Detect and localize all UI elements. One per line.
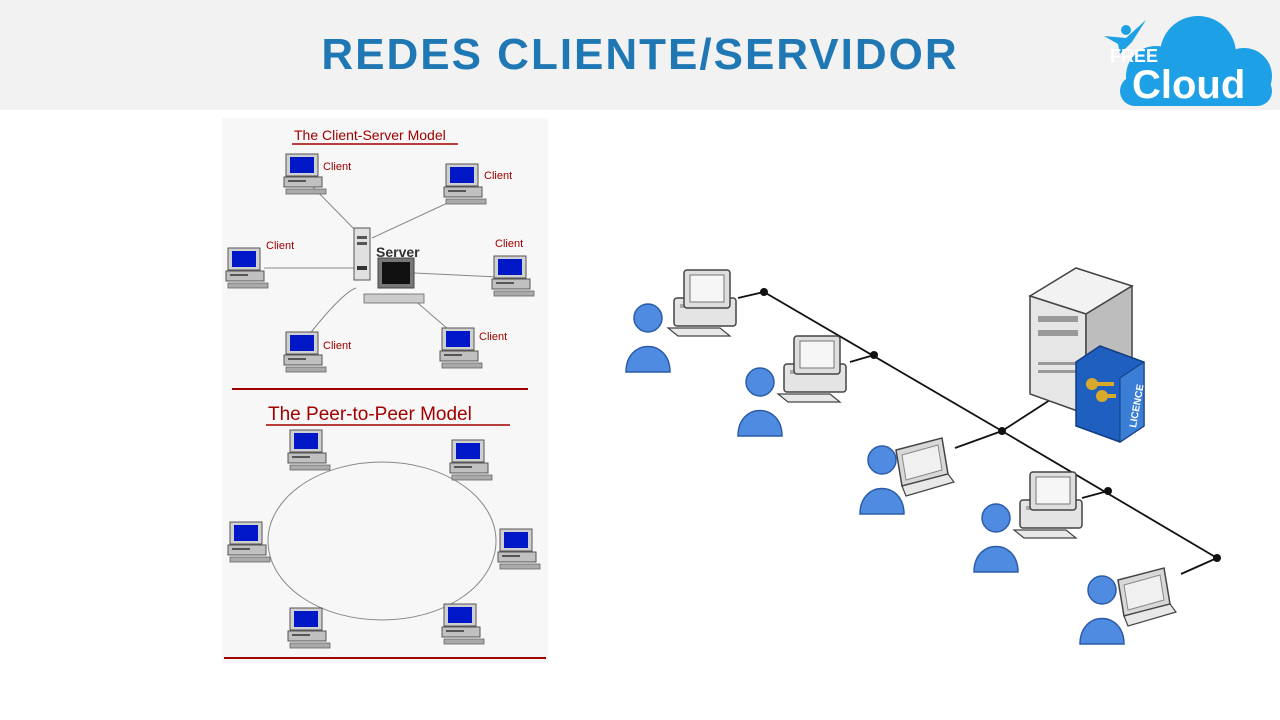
network-models-figure: The Client-Server Model Server Client Cl… [222, 118, 548, 663]
laptop-computer [895, 437, 955, 497]
client-label: Client [495, 238, 523, 250]
header-band [0, 0, 1280, 110]
client-pc [225, 247, 269, 289]
user-icon [737, 367, 783, 437]
user-icon [1079, 575, 1125, 645]
logo-free-text: FREE [1110, 46, 1158, 66]
client-label: Client [479, 331, 507, 343]
person-figure-icon [1104, 20, 1146, 54]
network-cable [737, 291, 1218, 575]
desktop-computer [1013, 471, 1083, 539]
client-server-title: The Client-Server Model [294, 127, 446, 143]
server-tower [353, 227, 371, 281]
free-cloud-logo: FREE Cloud [1104, 16, 1272, 107]
client-label: Client [323, 340, 351, 352]
client-pc [491, 255, 535, 297]
client-pc [439, 327, 483, 369]
key-icon [1086, 378, 1116, 402]
server-label: Server [376, 244, 420, 260]
logo-cloud-text: Cloud [1132, 63, 1245, 107]
client-pc [283, 331, 327, 373]
peer-to-peer-title: The Peer-to-Peer Model [268, 404, 472, 425]
peer-pc [287, 607, 331, 649]
client-label: Client [484, 170, 512, 182]
slide-title: REDES CLIENTE/SERVIDOR [321, 30, 959, 79]
server-monitor [363, 257, 425, 304]
cable-junctions [760, 288, 1221, 562]
user-icon [625, 303, 671, 373]
client-pc [283, 153, 327, 195]
desktop-computer [777, 335, 847, 403]
client-label: Client [266, 240, 294, 252]
user-icon [973, 503, 1019, 573]
licence-box-icon: LICENCE [1075, 345, 1147, 443]
client-pc [443, 163, 487, 205]
client-label: Client [323, 161, 351, 173]
peer-pc [287, 429, 331, 471]
laptop-computer [1117, 567, 1177, 627]
cloud-shape [1120, 16, 1272, 106]
desktop-computer [667, 269, 737, 337]
peer-pc [449, 439, 493, 481]
client-server-network-diagram: LICENCE [625, 267, 1221, 645]
peer-pc [227, 521, 271, 563]
peer-ring [267, 461, 497, 621]
peer-pc [441, 603, 485, 645]
peer-pc [497, 528, 541, 570]
